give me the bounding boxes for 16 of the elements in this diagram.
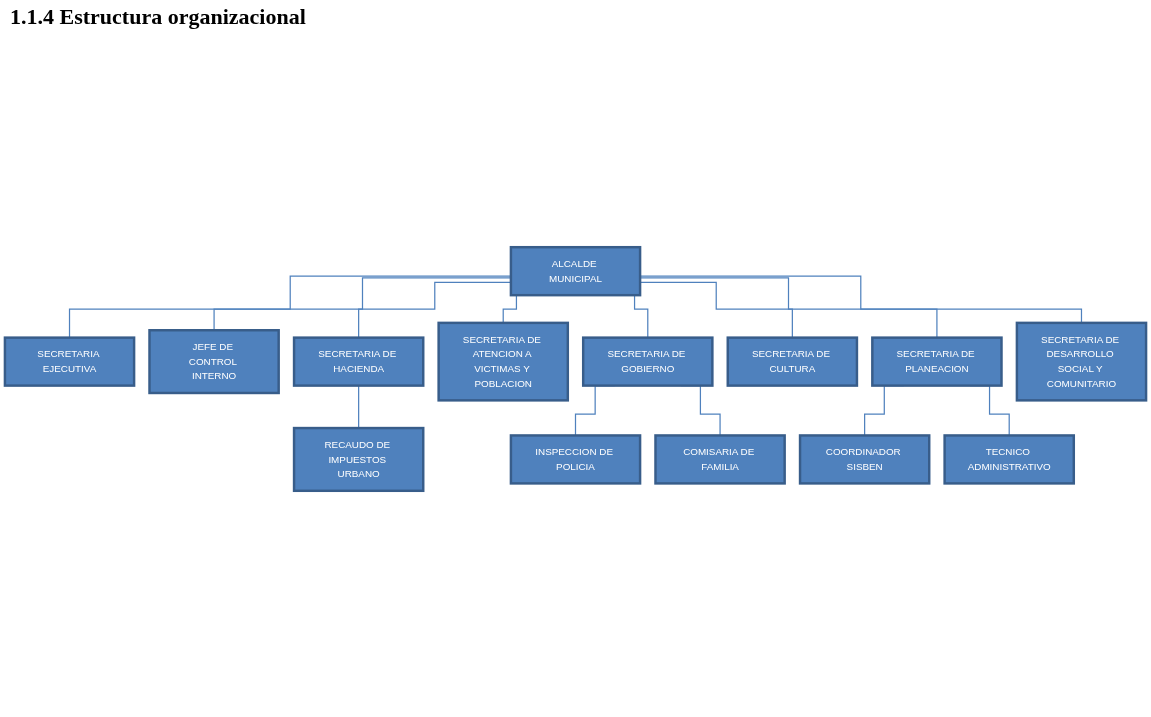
heading: 1.1.4 Estructura organizacional xyxy=(10,4,307,30)
node-box: RECAUDO DE IMPUESTOS URBANO xyxy=(292,426,425,493)
node-box: SECRETARIA DE PLANEACION xyxy=(871,336,1003,387)
node-box: SECRETARIA DE HACIENDA xyxy=(292,336,425,387)
node-box: JEFE DE CONTROL INTERNO xyxy=(148,329,280,395)
node-box: SECRETARIA DE CULTURA xyxy=(726,336,859,387)
node-box: INSPECCION DE POLICIA xyxy=(509,434,642,485)
node-box: SECRETARIA DE GOBIERNO xyxy=(581,336,714,387)
node-box: SECRETARIA DE ATENCION A VICTIMAS Y POBLACION xyxy=(437,321,570,402)
connector xyxy=(358,385,360,429)
node-box: ALCALDE MUNICIPAL xyxy=(509,245,642,297)
node-box: COORDINADOR SISBEN xyxy=(798,434,931,485)
node-box: SECRETARIA EJECUTIVA xyxy=(3,336,136,387)
node-box: SECRETARIA DE DESARROLLO SOCIAL Y COMUNITARIO xyxy=(1015,321,1148,402)
node-box: TECNICO ADMINISTRATIVO xyxy=(943,434,1076,485)
node-box: COMISARIA DE FAMILIA xyxy=(654,434,786,485)
